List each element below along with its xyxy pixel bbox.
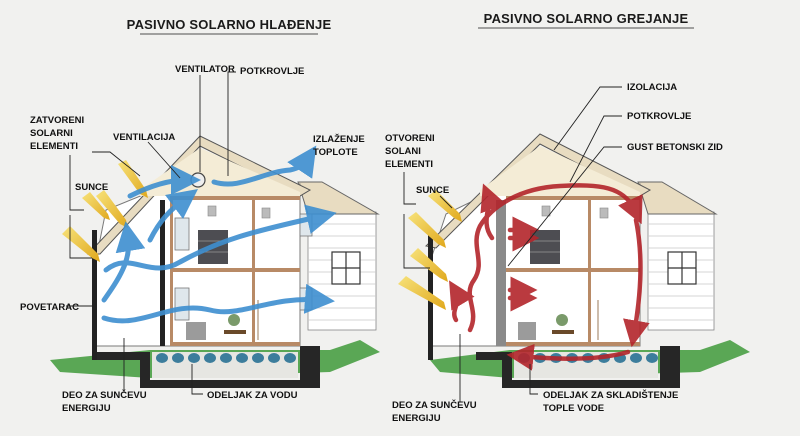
heating-diagram: PASIVNO SOLARNO GREJANJE [385, 11, 750, 424]
label-izolacija: IZOLACIJA [627, 82, 677, 93]
label-deo-left-2: ENERGIJU [62, 403, 111, 414]
label-deo-right-1: DEO ZA SUNČEVU [392, 399, 477, 411]
cooling-furniture [186, 205, 271, 340]
ventilator-icon [190, 172, 206, 188]
label-sunce-right: SUNCE [416, 185, 449, 196]
heating-foundation [476, 346, 680, 388]
label-zatvoreni-2: SOLARNI [30, 128, 73, 139]
label-ventilator: VENTILATOR [175, 64, 235, 75]
heating-sun-rays [398, 190, 462, 310]
label-otvoreni-2: SOLANI [385, 146, 421, 157]
cooling-diagram: PASIVNO SOLARNO HLAĐENJE [20, 17, 380, 414]
cooling-airflow [101, 145, 337, 324]
heating-house-body [429, 183, 641, 347]
label-odeljak-right-2: TOPLE VODE [543, 403, 604, 414]
heating-heatflow [449, 183, 650, 371]
cooling-foundation [95, 346, 320, 388]
label-odeljak-left: ODELJAK ZA VODU [207, 390, 298, 401]
heating-attic [480, 146, 640, 196]
label-zatvoreni-3: ELEMENTI [30, 141, 78, 152]
heating-title: PASIVNO SOLARNO GREJANJE [484, 11, 689, 26]
label-sunce-left: SUNCE [75, 182, 108, 193]
cooling-leader-lines [66, 71, 236, 395]
label-ventilacija: VENTILACIJA [113, 132, 175, 143]
cooling-water-compartment [152, 352, 298, 378]
label-odeljak-right-1: ODELJAK ZA SKLADIŠTENJE [543, 389, 678, 401]
cooling-title: PASIVNO SOLARNO HLAĐENJE [127, 17, 332, 32]
label-deo-left-1: DEO ZA SUNČEVU [62, 389, 147, 401]
label-izlazenje-1: IZLAŽENJE [313, 133, 365, 145]
heating-annex [637, 181, 718, 331]
label-otvoreni-1: OTVORENI [385, 133, 435, 144]
label-potkrovlje-right: POTKROVLJE [627, 111, 691, 122]
heating-floors [506, 196, 640, 346]
label-otvoreni-3: ELEMENTI [385, 159, 433, 170]
label-povetarac: POVETARAC [20, 302, 79, 313]
label-zatvoreni-1: ZATVORENI [30, 115, 84, 126]
heating-leader-lines [403, 86, 622, 402]
cooling-floors [170, 196, 300, 346]
label-deo-right-2: ENERGIJU [392, 413, 441, 424]
label-gust-betonski-zid: GUST BETONSKI ZID [627, 142, 723, 153]
label-izlazenje-2: TOPLOTE [313, 147, 358, 158]
label-potkrovlje-left: POTKROVLJE [240, 66, 304, 77]
